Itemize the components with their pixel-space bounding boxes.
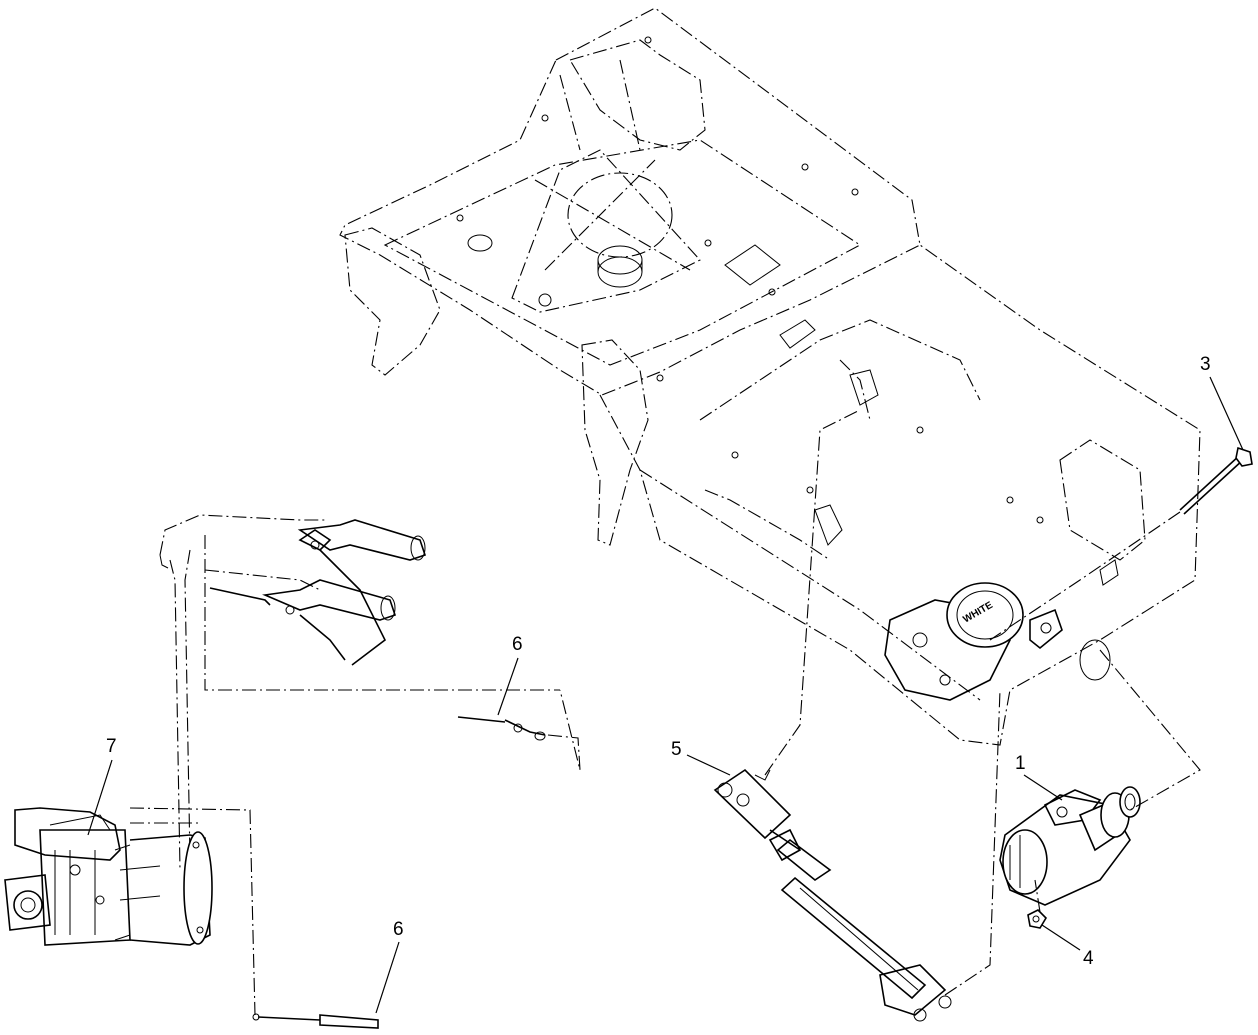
assembly-lines: [130, 409, 1201, 996]
callout-label: 3: [1200, 354, 1211, 375]
drive-motor: [999, 786, 1141, 906]
callout-label: 4: [1083, 948, 1094, 969]
callout-label: 7: [106, 736, 117, 757]
callout-1: 1: [1015, 753, 1063, 801]
cable-upper: [457, 689, 581, 771]
callout-7: 7: [87, 736, 117, 836]
callout-6-lower: 6: [375, 919, 404, 1014]
callout-label: 5: [671, 739, 682, 760]
callout-6-upper: 6: [497, 634, 523, 716]
callout-label: 6: [512, 634, 523, 655]
lock-nut: [1027, 909, 1048, 929]
callout-3: 3: [1200, 354, 1244, 451]
hydraulic-cylinder: [713, 768, 952, 1022]
cap-screw: [1179, 446, 1253, 515]
frame-motor-phantom: WHITE: [884, 582, 1111, 701]
callout-label: 6: [393, 919, 404, 940]
pump-assembly: [4, 807, 213, 946]
callout-label: 1: [1015, 753, 1026, 774]
handle-assembly: [159, 514, 560, 871]
callout-4: 4: [1041, 924, 1094, 969]
callout-5: 5: [671, 739, 731, 776]
cable-lower: [129, 807, 379, 1029]
machine-frame: WHITE: [339, 7, 1201, 746]
